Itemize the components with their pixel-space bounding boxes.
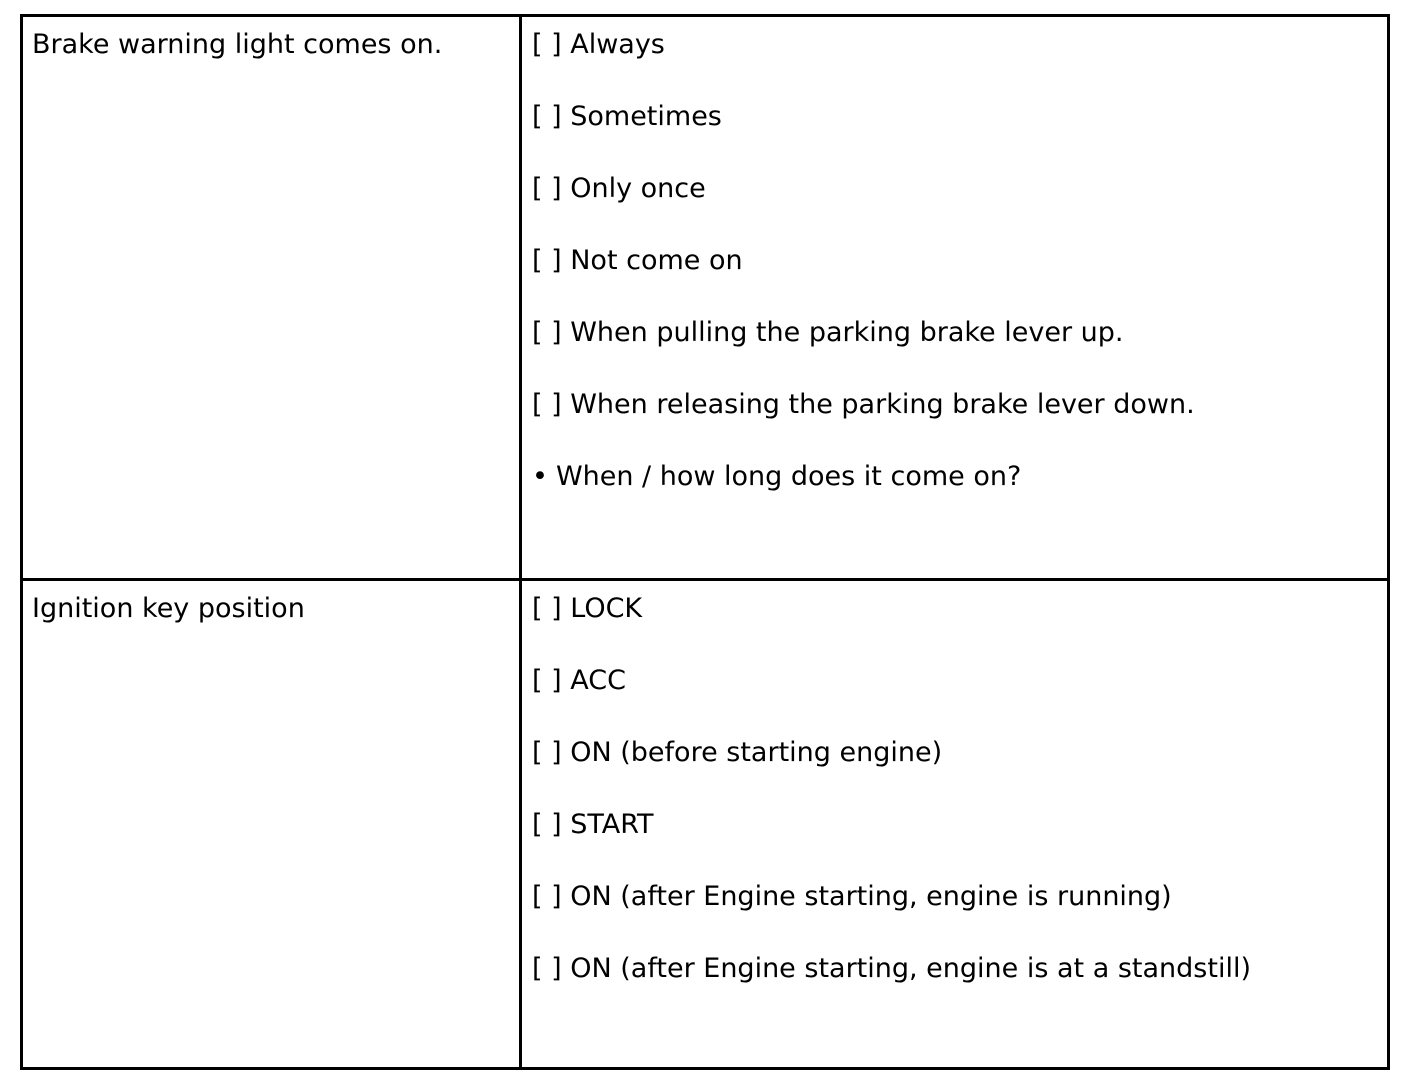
bullet-question-text: When / how long does it come on? — [555, 461, 1022, 492]
table-row-brake-warning: Brake warning light comes on. [ ] Always… — [23, 17, 1387, 581]
checkbox-option-sometimes[interactable]: [ ] Sometimes — [532, 101, 722, 132]
checkbox-option-always[interactable]: [ ] Always — [532, 29, 665, 60]
option-list: [ ] Always [ ] Sometimes [ ] Only once [… — [532, 29, 1195, 493]
row-label-cell: Brake warning light comes on. — [23, 17, 522, 578]
checkbox-option-lock[interactable]: [ ] LOCK — [532, 593, 643, 624]
bullet-icon: • — [532, 461, 548, 492]
row-options-cell: [ ] Always [ ] Sometimes [ ] Only once [… — [522, 17, 1387, 578]
diagnosis-table: Brake warning light comes on. [ ] Always… — [20, 14, 1390, 1070]
checkbox-option-acc[interactable]: [ ] ACC — [532, 665, 626, 696]
checkbox-option-not-come-on[interactable]: [ ] Not come on — [532, 245, 743, 276]
checkbox-option-only-once[interactable]: [ ] Only once — [532, 173, 706, 204]
checkbox-option-pulling-lever-up[interactable]: [ ] When pulling the parking brake lever… — [532, 317, 1124, 348]
checkbox-option-releasing-lever-down[interactable]: [ ] When releasing the parking brake lev… — [532, 389, 1195, 420]
row-options-cell: [ ] LOCK [ ] ACC [ ] ON (before starting… — [522, 581, 1387, 1070]
row-label: Brake warning light comes on. — [32, 29, 443, 60]
checkbox-option-start[interactable]: [ ] START — [532, 809, 654, 840]
table-row-ignition-key: Ignition key position [ ] LOCK [ ] ACC [… — [23, 581, 1387, 1070]
row-label: Ignition key position — [32, 593, 305, 624]
bullet-question: •When / how long does it come on? — [532, 461, 1195, 493]
checkbox-option-on-before-start[interactable]: [ ] ON (before starting engine) — [532, 737, 943, 768]
row-label-cell: Ignition key position — [23, 581, 522, 1070]
option-list: [ ] LOCK [ ] ACC [ ] ON (before starting… — [532, 593, 1251, 1025]
checkbox-option-on-engine-running[interactable]: [ ] ON (after Engine starting, engine is… — [532, 881, 1172, 912]
checkbox-option-on-engine-standstill[interactable]: [ ] ON (after Engine starting, engine is… — [532, 953, 1251, 984]
